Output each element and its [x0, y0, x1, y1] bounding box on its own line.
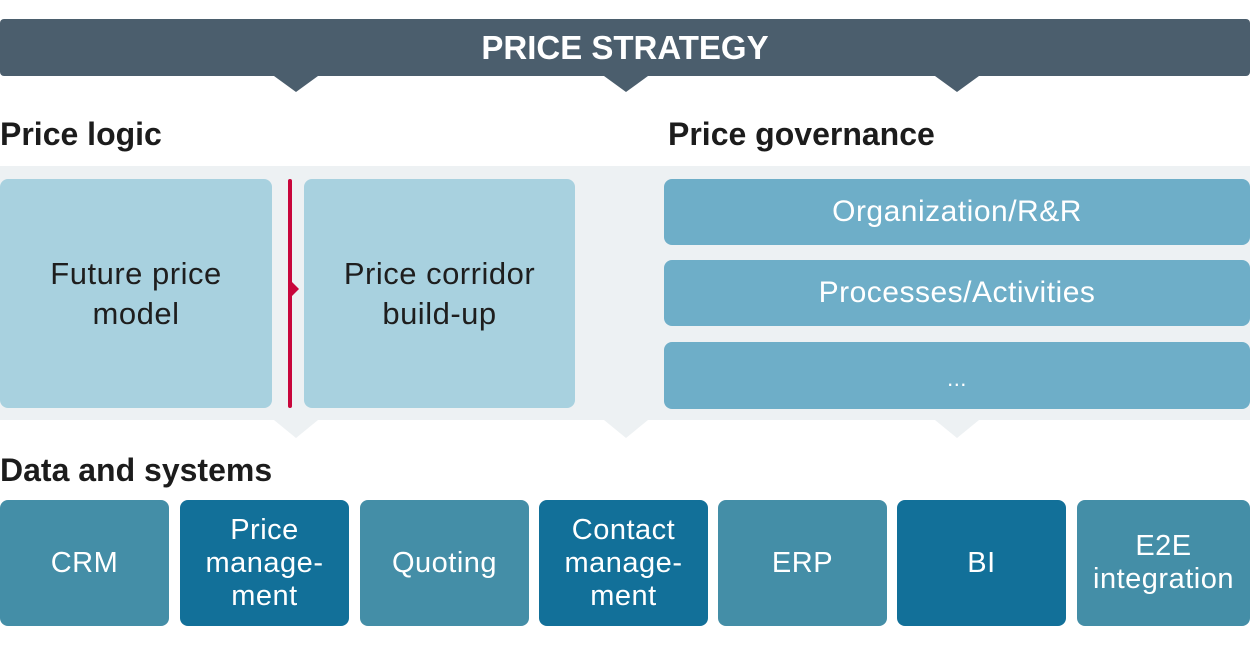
- band-pointer-center: [604, 420, 648, 438]
- system-e2e-integration-label: E2E integration: [1093, 530, 1234, 595]
- governance-organization-box: Organization/R&R: [664, 179, 1250, 245]
- price-governance-heading: Price governance: [668, 116, 935, 152]
- system-bi-box: BI: [897, 500, 1066, 626]
- system-price-management-box: Price manage- ment: [180, 500, 349, 626]
- band-pointer-left: [274, 420, 318, 438]
- red-arrow-icon: [291, 281, 299, 297]
- banner-pointer-right: [935, 76, 979, 92]
- price-strategy-banner: PRICE STRATEGY: [0, 19, 1250, 76]
- banner-pointer-center: [604, 76, 648, 92]
- system-crm-label: CRM: [50, 546, 119, 579]
- system-e2e-integration-box: E2E integration: [1077, 500, 1250, 626]
- system-crm-box: CRM: [0, 500, 169, 626]
- system-quoting-label: Quoting: [391, 546, 498, 579]
- system-quoting-box: Quoting: [360, 500, 529, 626]
- system-erp-label: ERP: [771, 546, 834, 579]
- governance-processes-box: Processes/Activities: [664, 260, 1250, 326]
- governance-more-box: ...: [664, 342, 1250, 409]
- governance-organization-label: Organization/R&R: [832, 195, 1082, 228]
- system-contact-management-box: Contact manage- ment: [539, 500, 708, 626]
- system-price-management-label: Price manage- ment: [205, 513, 324, 612]
- band-pointer-right: [935, 420, 979, 438]
- governance-processes-label: Processes/Activities: [818, 276, 1096, 309]
- price-corridor-label: Price corridor build-up: [343, 255, 536, 331]
- red-divider-line: [288, 179, 292, 408]
- banner-pointer-left: [274, 76, 318, 92]
- future-price-model-label: Future price model: [50, 255, 222, 331]
- price-corridor-box: Price corridor build-up: [304, 179, 575, 408]
- data-systems-heading: Data and systems: [0, 452, 273, 488]
- system-contact-management-label: Contact manage- ment: [564, 513, 683, 612]
- future-price-model-box: Future price model: [0, 179, 272, 408]
- system-erp-box: ERP: [718, 500, 887, 626]
- price-logic-heading: Price logic: [0, 116, 162, 152]
- system-bi-label: BI: [967, 546, 996, 579]
- banner-title: PRICE STRATEGY: [481, 28, 769, 66]
- governance-more-label: ...: [947, 365, 967, 391]
